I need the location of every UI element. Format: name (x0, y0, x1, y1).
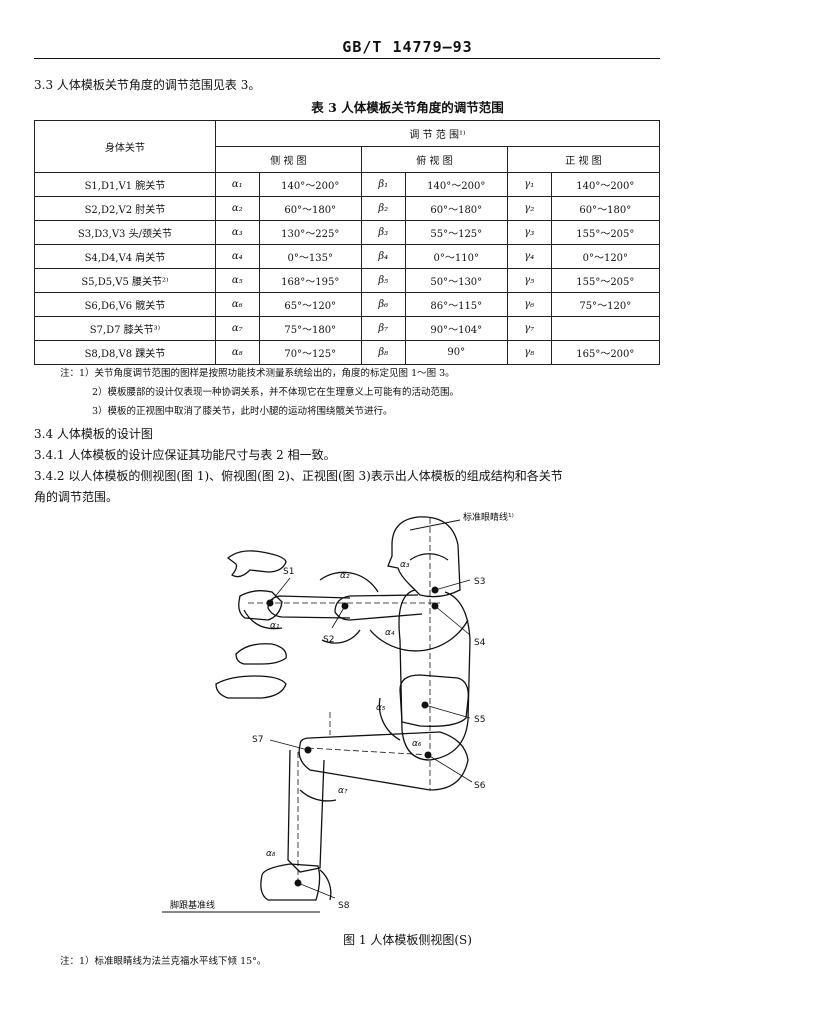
section-3-3-text: 3.3 人体模板关节角度的调节范围见表 3。 (34, 78, 261, 92)
cell-top-range: 60°～180° (404, 196, 508, 221)
figure-1-caption: 图 1 人体模板侧视图(S) (343, 933, 472, 947)
table-note-3: 3）模板的正视图中取消了膝关节，此时小腿的运动将围绕髋关节进行。 (92, 406, 393, 417)
cell-side-symbol: α₃ (214, 220, 260, 245)
cell-top-symbol: β₄ (360, 244, 406, 269)
cell-joint: S4,D4,V4 肩关节 (34, 244, 216, 269)
cell-joint: S6,D6,V6 髋关节 (34, 292, 216, 317)
label-alpha1: α₁ (270, 621, 280, 631)
label-s8: S8 (338, 901, 350, 911)
cell-top-symbol: β₇ (360, 316, 406, 341)
cell-joint: S8,D8,V8 踝关节 (34, 340, 216, 365)
table-3-caption: 表 3 人体模板关节角度的调节范围 (311, 100, 504, 115)
standard-code-header: GB/T 14779—93 (342, 38, 473, 56)
cell-side-range: 168°～195° (258, 268, 362, 293)
cell-front-range: 165°～200° (550, 340, 661, 365)
cell-top-symbol: β₈ (360, 340, 406, 365)
table-header-row: 身体关节 调 节 范 围¹⁾ (34, 120, 661, 173)
label-eye-line: 标准眼睛线¹⁾ (463, 511, 514, 523)
cell-front-symbol: γ₂ (506, 196, 552, 221)
col-header-range: 调 节 范 围¹⁾ (214, 120, 661, 147)
section-3-4-2-text: 3.4.2 以人体模板的侧视图(图 1)、俯视图(图 2)、正视图(图 3)表示… (34, 469, 563, 483)
cell-side-range: 0°～135° (258, 244, 362, 269)
cell-front-symbol: γ₄ (506, 244, 552, 269)
label-s1: S1 (283, 567, 294, 577)
cell-joint: S7,D7 膝关节³⁾ (34, 316, 216, 341)
cell-front-symbol: γ₆ (506, 292, 552, 317)
label-alpha8: α₈ (266, 849, 276, 859)
label-alpha2: α₂ (340, 571, 350, 581)
cell-top-symbol: β₁ (360, 172, 406, 197)
section-3-4-1-text: 3.4.1 人体模板的设计应保证其功能尺寸与表 2 相一致。 (34, 448, 336, 462)
table-note-1: 注：1）关节角度调节范围的图样是按照功能技术测量系统绘出的，角度的标定见图 1～… (60, 368, 455, 379)
cell-side-range: 75°～180° (258, 316, 362, 341)
section-3-4-title: 3.4 人体模板的设计图 (34, 427, 153, 441)
label-alpha7: α₇ (338, 786, 348, 796)
label-s3: S3 (474, 577, 485, 587)
cell-front-range: 0°～120° (550, 244, 661, 269)
table-view-row: 侧 视 图 俯 视 图 正 视 图 (35, 146, 661, 173)
cell-top-range: 50°～130° (404, 268, 508, 293)
cell-front-range: 155°～205° (550, 220, 661, 245)
cell-top-range: 86°～115° (404, 292, 508, 317)
label-heel-line: 脚跟基准线 (170, 899, 215, 911)
cell-top-range: 90° (404, 340, 508, 365)
cell-side-symbol: α₇ (214, 316, 260, 341)
table-3: 身体关节 调 节 范 围¹⁾ 侧 视 图 俯 视 图 正 视 图 S1,D1,V… (34, 120, 661, 365)
cell-front-symbol: γ₇ (506, 316, 552, 341)
table-notes: 注：1）关节角度调节范围的图样是按照功能技术测量系统绘出的，角度的标定见图 1～… (60, 364, 459, 421)
cell-side-symbol: α₈ (214, 340, 260, 365)
cell-side-symbol: α₁ (214, 172, 260, 197)
label-s2: S2 (323, 635, 334, 645)
section-3-4-2-text-cont: 角的调节范围。 (34, 490, 119, 504)
cell-side-range: 60°～180° (258, 196, 362, 221)
cell-side-range: 70°～125° (258, 340, 362, 365)
label-s7: S7 (252, 735, 263, 745)
cell-front-range (550, 316, 661, 341)
table-note-2: 2）模板腰部的设计仅表现一种协调关系，并不体现它在生理意义上可能有的活动范围。 (92, 387, 460, 398)
label-s6: S6 (474, 781, 486, 791)
cell-top-symbol: β₂ (360, 196, 406, 221)
figure-1-note: 注：1）标准眼睛线为法兰克福水平线下倾 15°。 (60, 956, 267, 967)
cell-front-symbol: γ₁ (506, 172, 552, 197)
label-alpha6: α₆ (412, 739, 422, 749)
label-s4: S4 (474, 638, 486, 648)
label-alpha4: α₄ (385, 628, 395, 638)
label-alpha3: α₃ (400, 560, 410, 570)
cell-joint: S2,D2,V2 肘关节 (34, 196, 216, 221)
header-rule (34, 58, 660, 59)
col-header-joint: 身体关节 (34, 120, 216, 173)
col-header-front-view: 正 视 图 (506, 146, 661, 173)
label-alpha5: α₅ (376, 703, 386, 713)
label-s5: S5 (474, 715, 485, 725)
cell-front-range: 60°～180° (550, 196, 661, 221)
cell-front-symbol: γ₃ (506, 220, 552, 245)
cell-front-range: 155°～205° (550, 268, 661, 293)
